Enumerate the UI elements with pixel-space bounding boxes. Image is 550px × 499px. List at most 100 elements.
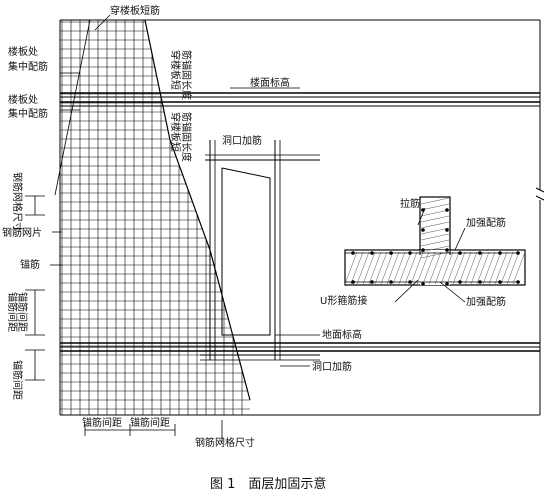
label-mesh-sheet: 钢筋网片	[2, 226, 42, 239]
rebar-dot	[351, 280, 355, 284]
label-opening-bar-bottom: 洞口加筋	[312, 360, 352, 373]
hatch-line	[420, 245, 450, 253]
rebar-dot	[498, 280, 502, 284]
hatch-line	[446, 251, 460, 285]
rebar-dot	[445, 228, 449, 232]
hatch-line	[420, 209, 450, 217]
section-rebar-dots	[351, 208, 520, 286]
label-slab-bars-1b: 集中配筋	[8, 60, 48, 73]
dimension-marks-left	[25, 195, 45, 381]
hatch-line	[386, 251, 400, 285]
hatch-line	[506, 251, 520, 285]
label-u-stirrup: U形箍筋接	[320, 294, 367, 307]
hatch-line	[500, 251, 514, 285]
label-anchor-len-mid-2: 筋锚固长度	[180, 112, 193, 162]
rebar-dot	[389, 280, 393, 284]
label-anchor-spacing-1: 锚筋间距	[6, 292, 19, 332]
hatch-line	[344, 251, 358, 285]
hatch-line	[420, 227, 450, 235]
label-mesh-grid-size-bottom: 钢筋网格尺寸	[195, 436, 255, 449]
hatch-line	[350, 251, 364, 285]
rebar-dot	[408, 280, 412, 284]
rebar-dot	[421, 282, 425, 286]
hatch-line	[452, 251, 466, 285]
hatch-line	[420, 203, 450, 211]
label-slab-bars-2a: 楼板处	[8, 93, 38, 106]
hatch-line	[392, 251, 406, 285]
rebar-dot	[389, 251, 393, 255]
label-anchor-len-top-2: 筋锚固长度	[180, 50, 193, 100]
hatch-line	[356, 251, 370, 285]
label-floor-level-bottom: 地面标高	[322, 328, 362, 341]
hatch-line	[464, 251, 478, 285]
hatch-line	[494, 251, 508, 285]
dimension-marks-bottom	[84, 424, 176, 436]
rebar-dot	[498, 251, 502, 255]
hatch-line	[422, 251, 436, 285]
rebar-dot	[458, 280, 462, 284]
label-strengthen-bar-1: 加强配筋	[466, 216, 506, 229]
hatch-line	[398, 251, 412, 285]
hatch-line	[470, 251, 484, 285]
label-slab-bars-2b: 集中配筋	[8, 107, 48, 120]
label-mesh-grid-size-left: 钢筋网格尺寸	[11, 172, 24, 232]
hatch-line	[482, 251, 496, 285]
rebar-dot	[445, 208, 449, 212]
label-anchor-spacing-2: 锚筋间距	[16, 292, 29, 332]
label-anchor-spacing-3: 锚筋间距	[11, 360, 24, 400]
figure-caption: 图 1 面层加固示意	[210, 476, 326, 492]
label-opening-bar-top: 洞口加筋	[222, 134, 262, 147]
rebar-dot	[445, 282, 449, 286]
label-strengthen-bar-2: 加强配筋	[466, 295, 506, 308]
wall-outline	[59, 19, 545, 416]
hatch-line	[428, 251, 442, 285]
hatch-line	[380, 251, 394, 285]
hatch-line	[420, 197, 450, 205]
rebar-dot	[516, 280, 520, 284]
hatch-line	[440, 251, 454, 285]
hatch-line	[420, 233, 450, 241]
hatch-line	[362, 251, 376, 285]
hatch-line	[368, 251, 382, 285]
floor-slab-top	[60, 92, 540, 107]
label-floor-level-top: 楼面标高	[250, 76, 290, 89]
rebar-dot	[458, 251, 462, 255]
wall-opening	[200, 140, 320, 361]
rebar-dot	[421, 248, 425, 252]
rebar-dot	[516, 251, 520, 255]
rebar-dot	[370, 251, 374, 255]
label-anchor-len-mid-1: 穿楼板短	[169, 112, 182, 152]
rebar-dot	[421, 228, 425, 232]
hatch-line	[374, 251, 388, 285]
mesh-boundary	[54, 19, 251, 401]
label-short-bar: 穿楼板短筋	[110, 4, 160, 17]
hatch-line	[476, 251, 490, 285]
label-bottom-spacing-1: 锚筋间距	[82, 416, 122, 429]
section-detail	[344, 196, 526, 286]
rebar-dot	[445, 248, 449, 252]
hatch-line	[420, 239, 450, 247]
label-slab-bars-1a: 楼板处	[8, 45, 38, 58]
rebar-dot	[408, 251, 412, 255]
rebar-dot	[351, 251, 355, 255]
hatch-line	[488, 251, 502, 285]
hatch-line	[410, 251, 424, 285]
hatch-line	[420, 215, 450, 223]
hatch-line	[420, 221, 450, 229]
label-bottom-spacing-2: 锚筋间距	[130, 416, 170, 429]
label-anchor-bar: 锚筋	[20, 258, 40, 271]
hatch-line	[404, 251, 418, 285]
hatch-line	[458, 251, 472, 285]
hatch-line	[512, 251, 526, 285]
hatch-line	[416, 251, 430, 285]
rebar-dot	[478, 280, 482, 284]
label-tie-bar: 拉筋	[400, 197, 420, 210]
leader-lines	[50, 14, 466, 442]
rebar-dot	[478, 251, 482, 255]
section-hatch	[344, 197, 526, 285]
hatch-line	[434, 251, 448, 285]
label-anchor-len-top-1: 穿楼板短	[169, 50, 182, 90]
floor-slab-bottom	[60, 342, 540, 352]
rebar-dot	[370, 280, 374, 284]
